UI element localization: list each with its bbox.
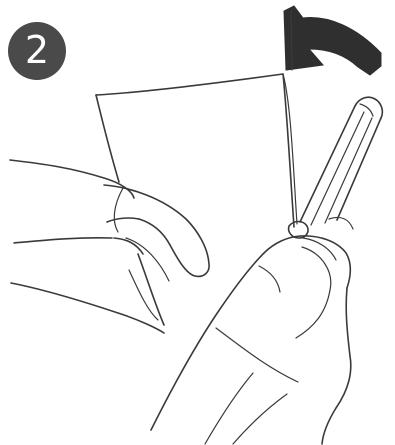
right-hand: [151, 217, 353, 444]
curved-arrow-icon: [284, 6, 381, 75]
paper-sheet: [96, 74, 297, 325]
tube-roll: [289, 97, 383, 238]
left-hand: [10, 160, 209, 333]
